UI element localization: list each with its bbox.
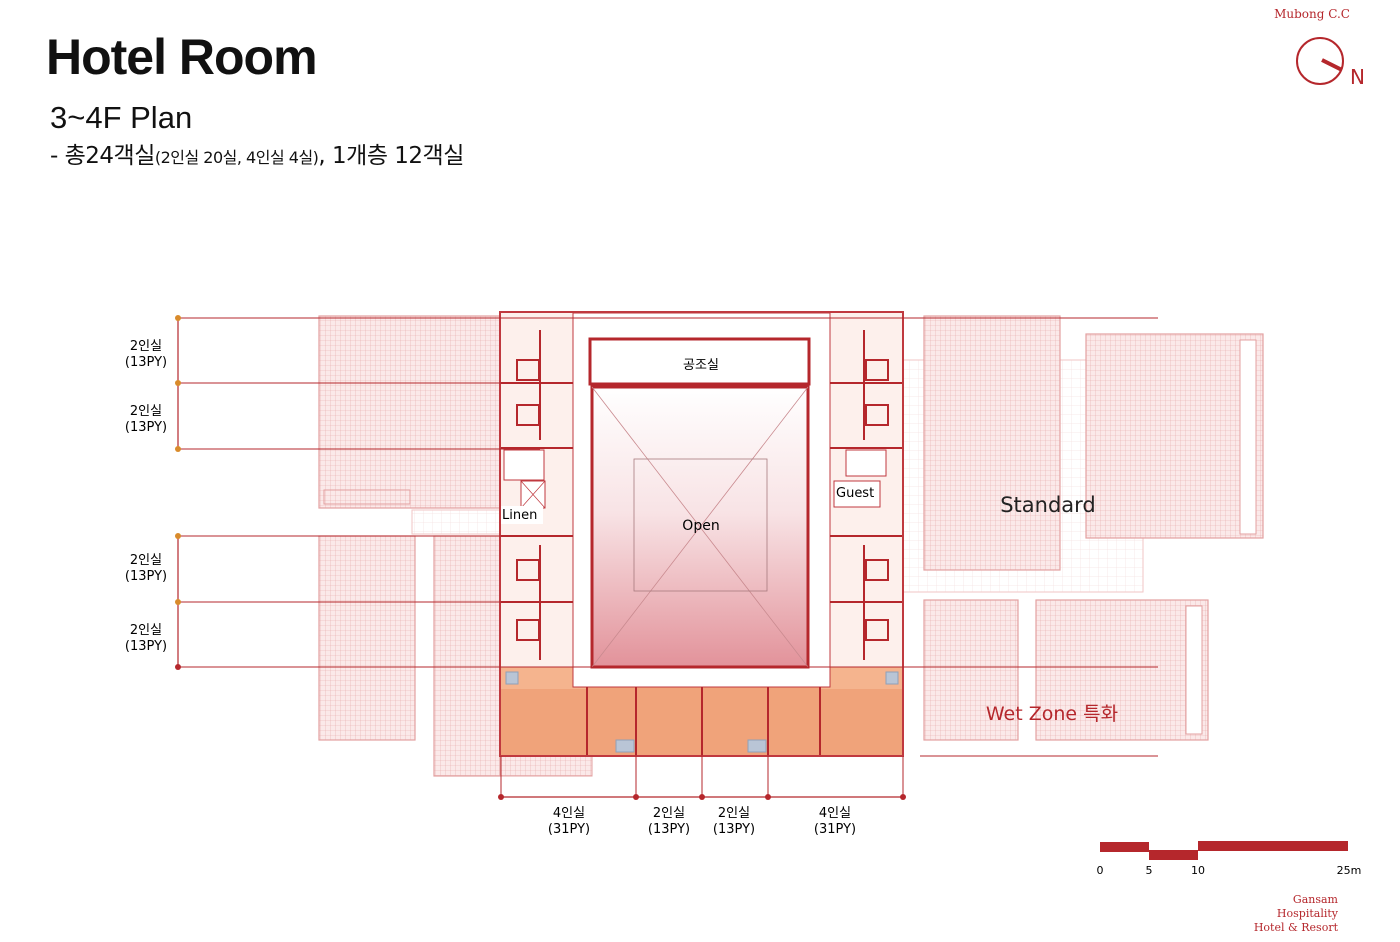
bottom-dim-2-size: (13PY) [648,822,690,837]
brand-line-3: Hotel & Resort [1253,921,1338,934]
compass-north-label: N [1350,65,1365,89]
scale-tick-25: 25m [1337,864,1362,877]
bottom-dimension-lines [498,687,906,800]
aircon-room [588,337,811,386]
left-dim-1-type: 2인실 [130,339,162,354]
bottom-dim-4-size: (31PY) [814,822,856,837]
bottom-dim-1-size: (31PY) [548,822,590,837]
terrace-left-lower-a [318,535,416,741]
left-room-labels: 2인실 (13PY) 2인실 (13PY) 2인실 (13PY) 2인실 (13… [125,339,167,654]
elevator-x-2 [520,480,546,509]
bottom-dim-3-type: 2인실 [718,806,750,821]
left-dimension-lines [175,315,1158,757]
bottom-dim-4-type: 4인실 [819,806,851,821]
open-label: Open [682,518,719,534]
terrace-wet-b-pool [1185,605,1203,735]
scale-tick-5: 5 [1146,864,1153,877]
brand-gansam: Gansam Hospitality Hotel & Resort [1254,893,1338,935]
terrace-wet-b [1035,599,1209,741]
guest-label: Guest [836,486,874,501]
left-dim-3-size: (13PY) [125,569,167,584]
bottom-dim-3-size: (13PY) [713,822,755,837]
terrace-left-lower-b [433,535,501,777]
left-dim-4-size: (13PY) [125,639,167,654]
plan-subtitle: 3~4F Plan [50,100,193,135]
compass-circle [1296,37,1344,85]
summary-detail: (2인실 20실, 4인실 4실) [154,148,319,167]
aircon-room-label: 공조실 [683,358,719,373]
left-dim-2-size: (13PY) [125,420,167,435]
compass-needle [1321,58,1343,72]
left-dim-2-type: 2인실 [130,404,162,419]
terrace-standard-b [1085,333,1264,539]
west-stair [503,449,545,481]
left-terraces [318,315,593,777]
scale-seg-1 [1100,842,1149,852]
summary-main: - 총24객실 [50,143,155,169]
linen-label: Linen [502,508,537,523]
scale-seg-2 [1149,850,1198,860]
terrace-left-deck [411,509,505,535]
terrace-standard-a [923,315,1061,571]
left-dim-4-type: 2인실 [130,623,162,638]
terrace-left-upper-rail [323,489,411,505]
terrace-bottom-strip [499,755,593,777]
left-dim-3-type: 2인실 [130,553,162,568]
room-summary: - 총24객실(2인실 20실, 4인실 4실), 1개층 12객실 [50,136,464,170]
brand-mubong: Mubong C.C [1274,7,1350,21]
terrace-wet-a [923,599,1019,741]
scale-bar: 0 5 10 25m [1097,841,1362,877]
right-terraces [902,315,1264,741]
courtyard-diagonal-2 [591,386,809,668]
summary-tail: , 1개층 12객실 [318,143,464,169]
wet-zone-label: Wet Zone 특화 [986,703,1118,725]
scale-seg-3 [1198,841,1348,851]
terrace-left-upper [318,315,501,509]
left-dim-1-size: (13PY) [125,355,167,370]
bottom-room-labels: 4인실 (31PY) 2인실 (13PY) 2인실 (13PY) 4인실 (31… [548,806,856,837]
bottom-dim-2-type: 2인실 [653,806,685,821]
terrace-standard-b-pool [1239,339,1257,535]
courtyard-inner-frame [633,458,768,592]
page-title: Hotel Room [46,29,318,85]
brand-line-1: Gansam [1292,893,1338,906]
brand-line-2: Hospitality [1276,907,1338,920]
east-stair [845,449,887,477]
linen-room [501,506,543,524]
standard-zone-label: Standard [1000,493,1096,517]
se-corner-room [820,667,902,689]
north-compass: N [1296,37,1365,89]
bottom-dim-1-type: 4인실 [553,806,585,821]
scale-tick-10: 10 [1191,864,1205,877]
scale-tick-0: 0 [1097,864,1104,877]
east-room-partitions [830,330,902,660]
sw-corner-room [501,667,587,689]
guest-room [833,480,881,508]
